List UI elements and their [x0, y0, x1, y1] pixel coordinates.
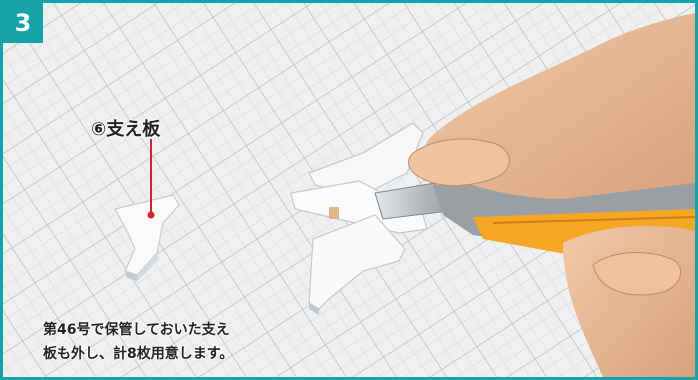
callout-pointer-dot — [147, 211, 155, 219]
step-number-badge: 3 — [3, 3, 43, 43]
support-plate — [114, 194, 180, 281]
caption-line-1: 第46号で保管しておいた支え — [43, 322, 230, 338]
part-callout-label: ⑥支え板 — [91, 119, 161, 140]
workshop-photo — [3, 3, 695, 377]
stacked-support-plates — [290, 122, 428, 315]
instruction-caption: 第46号で保管しておいた支え 板も外し、計8枚用意します。 — [43, 318, 303, 366]
caption-line-2: 板も外し、計8枚用意します。 — [43, 346, 234, 362]
hand — [407, 13, 695, 377]
